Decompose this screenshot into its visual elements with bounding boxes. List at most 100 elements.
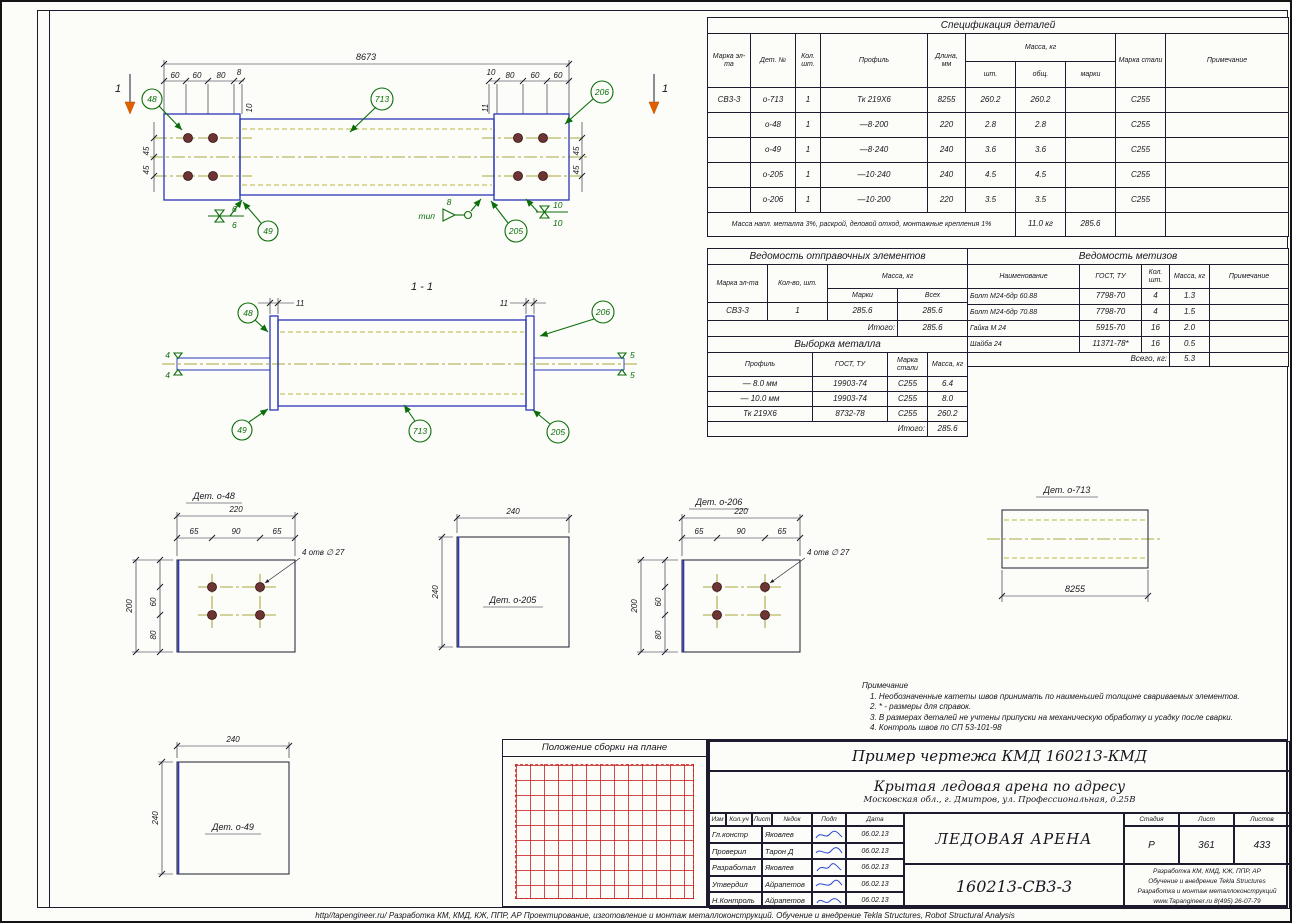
plan-title: Положение сборки на плане	[503, 740, 706, 757]
dim: 200	[125, 599, 134, 614]
typical-weld-flag: тип 8	[419, 197, 482, 222]
detail-o206: Дет. о-206 220 65 90 65 200 60 80 4 отв …	[630, 497, 850, 656]
project-address-line2: Московская обл., г. Дмитров, ул. Професс…	[863, 795, 1136, 805]
dim: 80	[217, 71, 226, 80]
spec-table: Спецификация деталей Марка эл-та Дет. № …	[706, 17, 1290, 237]
bubble-713: 713	[349, 87, 394, 133]
dim: 60	[554, 71, 563, 80]
dim: 45	[142, 165, 151, 174]
dim: 220	[733, 507, 748, 516]
bubble-label: 48	[243, 308, 253, 318]
weld-size: 4	[165, 370, 170, 380]
dim: 11	[296, 299, 304, 308]
pipe-section	[277, 319, 527, 407]
dim: 11	[500, 299, 508, 308]
bubble-label: 48	[147, 94, 157, 104]
section-number: 1	[662, 83, 668, 95]
project-address-line1: Крытая ледовая арена по адресу	[873, 779, 1126, 795]
note-item: 3. В размерах деталей не учтены припуски…	[870, 712, 1233, 722]
dim: 10	[245, 103, 254, 112]
notes-title: Примечание	[862, 681, 909, 690]
weld-sizes-left: 4 4	[165, 350, 184, 380]
dim: 80	[506, 71, 515, 80]
bubble-label: 713	[413, 426, 427, 436]
detail-label: Дет. о-49	[211, 822, 254, 832]
tip-label: тип	[419, 211, 436, 221]
signature-scribble	[812, 892, 846, 909]
dim: 240	[431, 585, 440, 600]
dim: 80	[654, 630, 663, 639]
sign-role: Разработал	[709, 859, 762, 876]
signature-scribble	[812, 859, 846, 876]
dim: 60	[149, 597, 158, 606]
dim: 240	[151, 811, 160, 826]
weld-size: 5	[630, 370, 635, 380]
dim: 60	[531, 71, 540, 80]
bubble-205-s: 205	[532, 409, 570, 444]
bubble-label: 206	[595, 307, 610, 317]
spec-title: Спецификация деталей	[706, 17, 1290, 34]
col-sheet: Лист	[1179, 813, 1234, 826]
end-plate-206	[525, 315, 535, 411]
dim: 60	[654, 597, 663, 606]
sign-name: Яковлев	[762, 826, 812, 843]
sign-date: 06.02.13	[846, 843, 904, 859]
bottom-caption: http//tapengineer.ru/ Разработка КМ, КМД…	[315, 911, 1015, 920]
weld-symbol-right: 10 10	[525, 198, 568, 228]
sign-name: Айрапетов	[762, 876, 812, 892]
hardware-title: Ведомость метизов	[967, 248, 1289, 265]
company-line: Обучение и внедрение Tekla Structures	[1148, 877, 1266, 885]
dim: 65	[190, 527, 199, 536]
col-podp: Подп	[812, 813, 846, 826]
dim: 8255	[1065, 584, 1086, 594]
sign-date: 06.02.13	[846, 826, 904, 843]
weld-size: 4	[165, 350, 170, 360]
dim: 45	[142, 146, 151, 155]
detail-label: Дет. о-206	[695, 497, 743, 507]
bubble-713-s: 713	[403, 404, 432, 443]
section-title: 1 - 1	[411, 281, 433, 293]
dim: 65	[778, 527, 787, 536]
bubble-205: 205	[490, 200, 528, 243]
signature-scribble	[812, 843, 846, 859]
bolt-group-right	[513, 133, 548, 181]
notes-block: Примечание 1. Необозначенные катеты швов…	[862, 681, 1290, 734]
weld-size: 6	[232, 204, 237, 214]
col-ndok: №док	[772, 813, 812, 826]
weld-size: 10	[553, 200, 563, 210]
section-mark-left: 1	[115, 74, 136, 115]
detail-o713: Дет. о-713 8255	[987, 485, 1163, 602]
bubble-206: 206	[564, 80, 614, 125]
bubble-label: 205	[550, 427, 565, 437]
spec-footer-total: 285.6	[1065, 212, 1116, 237]
section-mark-right: 1	[648, 74, 668, 115]
col-data: Дата	[846, 813, 904, 826]
company-line: Разработка КМ, КМД, КЖ, ППР, АР	[1153, 867, 1261, 875]
detail-o205: 240 240 Дет. о-205	[431, 507, 573, 651]
company-info: Разработка КМ, КМД, КЖ, ППР, АР Обучение…	[1124, 864, 1290, 909]
object-name: ЛЕДОВАЯ АРЕНА	[904, 813, 1124, 864]
dim: 240	[225, 735, 240, 744]
dim: 220	[228, 505, 243, 514]
col-izm: Изм	[709, 813, 726, 826]
titleblock-project: Крытая ледовая арена по адресу Московска…	[709, 771, 1290, 813]
col-stadia: Стадия	[1124, 813, 1179, 826]
spec-header-row: Марка эл-та Дет. № Кол. шт. Профиль Длин…	[707, 33, 1290, 88]
dim: 45	[572, 165, 581, 174]
hardware-table: Ведомость метизов Наименование ГОСТ, ТУ …	[967, 248, 1289, 367]
sheet-value: 361	[1179, 826, 1234, 864]
dim: 200	[630, 599, 639, 614]
bubble-49: 49	[242, 201, 279, 242]
sign-name: Яковлев	[762, 859, 812, 876]
bubble-label: 49	[263, 226, 273, 236]
assembly-top-view: 8673 60 60 80 8 10 80 60 60	[115, 52, 668, 243]
detail-label: Дет. о-205	[489, 595, 538, 605]
bubble-label: 205	[508, 226, 523, 236]
dim: 65	[273, 527, 282, 536]
